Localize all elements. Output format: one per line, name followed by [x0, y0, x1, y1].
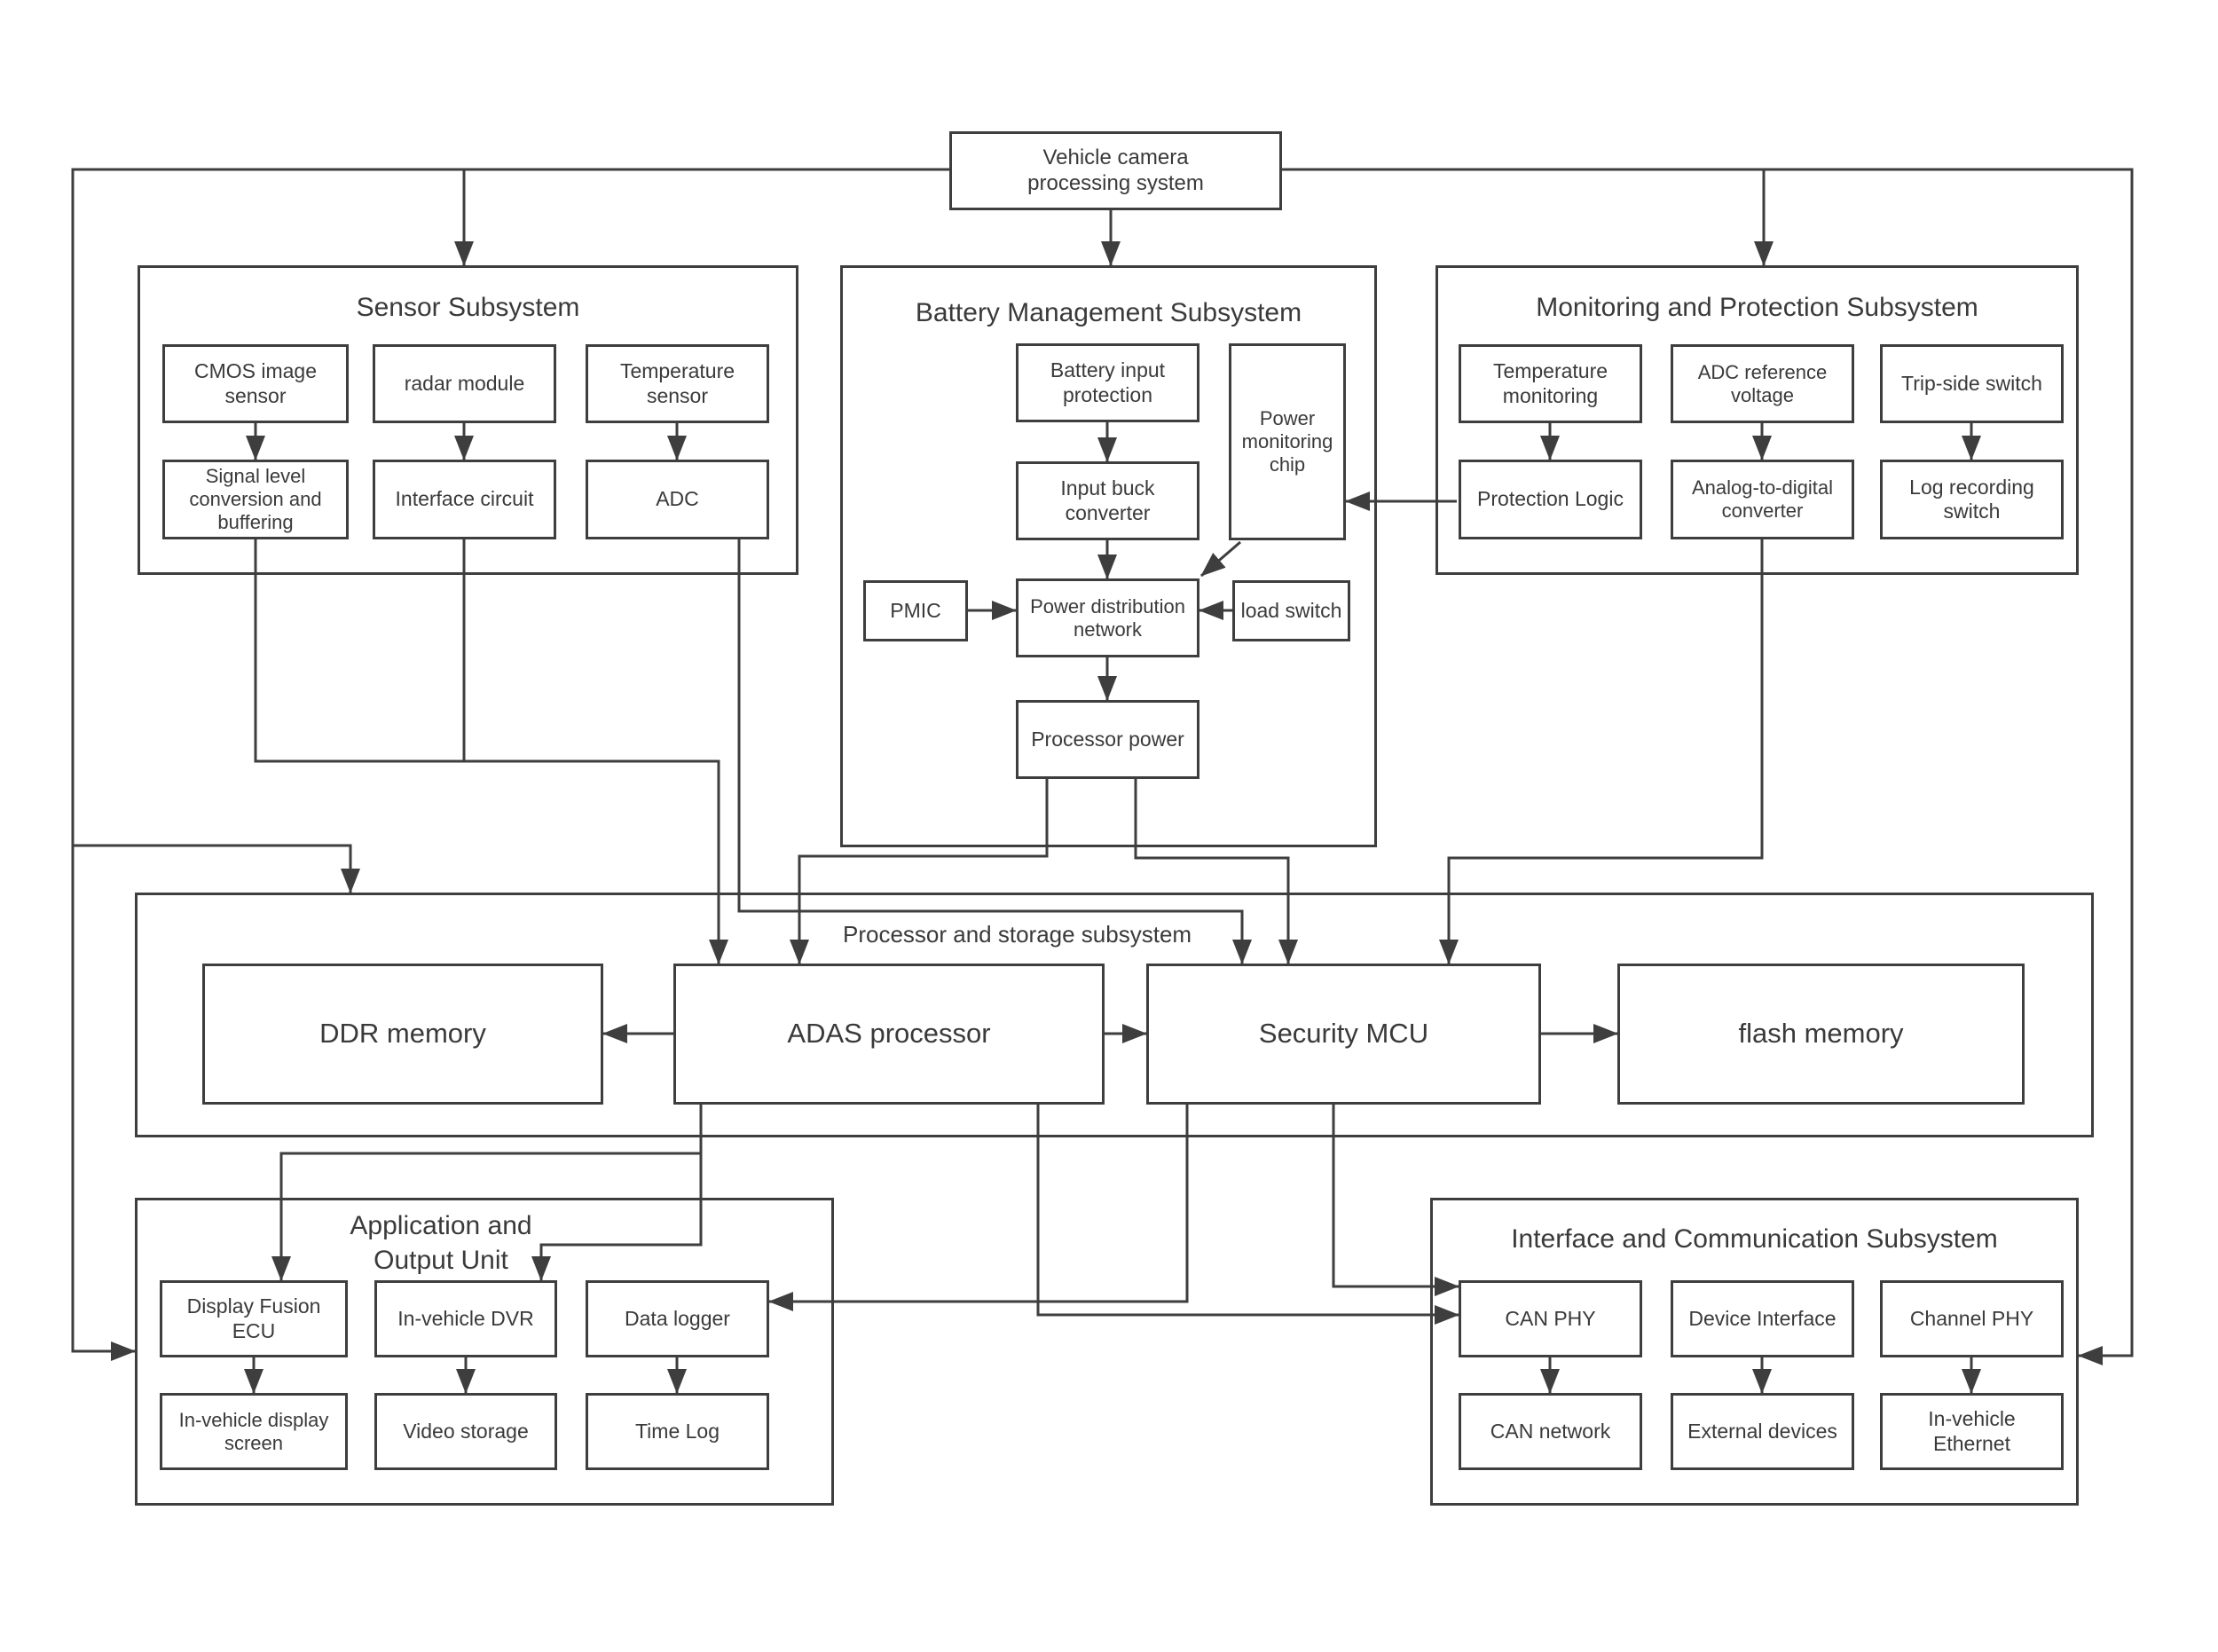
monitoring-subsystem-box: [1435, 265, 2079, 575]
node-can-phy: CAN PHY: [1459, 1280, 1642, 1357]
node-external-devices: External devices: [1671, 1393, 1854, 1470]
node-signal-level-conversion: Signal level conversion and buffering: [162, 460, 349, 539]
node-trip-side-switch: Trip-side switch: [1880, 344, 2064, 423]
application-unit-box: [135, 1198, 834, 1506]
node-log-recording-switch: Log recording switch: [1880, 460, 2064, 539]
edge-chip-to-pdn: [1200, 540, 1241, 578]
node-adc: ADC: [586, 460, 769, 539]
node-in-vehicle-display-screen: In-vehicle display screen: [160, 1393, 348, 1470]
node-device-interface: Device Interface: [1671, 1280, 1854, 1357]
node-can-network: CAN network: [1459, 1393, 1642, 1470]
edge-root-to-comm: [1282, 168, 2134, 1365]
node-power-monitoring-chip: Power monitoring chip: [1229, 343, 1346, 540]
node-temperature-monitoring: Temperature monitoring: [1459, 344, 1642, 423]
node-battery-input-protection: Battery input protection: [1016, 343, 1199, 422]
node-radar-module: radar module: [373, 344, 556, 423]
node-ddr-memory: DDR memory: [202, 964, 603, 1105]
node-in-vehicle-dvr: In-vehicle DVR: [374, 1280, 557, 1357]
sensor-subsystem-box: [138, 265, 798, 575]
node-display-fusion-ecu: Display Fusion ECU: [160, 1280, 348, 1357]
edge-mcu-to-datalogger: [768, 1105, 1189, 1311]
node-input-buck-converter: Input buck converter: [1016, 461, 1199, 540]
edge-procpower-to-adas: [790, 779, 1049, 964]
edge-root-to-processor-subsystem: [73, 844, 360, 893]
edge-signal-to-adas: [254, 539, 728, 964]
node-adc-reference-voltage: ADC reference voltage: [1671, 344, 1854, 423]
comm-subsystem-title: Interface and Communication Subsystem: [1511, 1224, 1998, 1254]
node-load-switch: load switch: [1232, 580, 1350, 641]
node-vehicle-camera-processing-system: Vehicle camera processing system: [949, 131, 1282, 210]
battery-subsystem-title: Battery Management Subsystem: [915, 298, 1302, 327]
node-security-mcu: Security MCU: [1146, 964, 1541, 1105]
processor-subsystem-box: [135, 893, 2094, 1137]
comm-subsystem-box: [1430, 1198, 2079, 1506]
edge-a2d-to-mcu: [1439, 539, 1764, 964]
monitoring-subsystem-title: Monitoring and Protection Subsystem: [1536, 293, 1978, 322]
node-flash-memory: flash memory: [1617, 964, 2025, 1105]
node-channel-phy: Channel PHY: [1880, 1280, 2064, 1357]
node-pmic: PMIC: [863, 580, 968, 641]
node-analog-to-digital-converter: Analog-to-digital converter: [1671, 460, 1854, 539]
node-processor-power: Processor power: [1016, 700, 1199, 779]
edge-adc-to-mcu: [737, 539, 1252, 964]
edge-mcu-to-canphy: [1332, 1105, 1459, 1296]
node-in-vehicle-ethernet: In-vehicle Ethernet: [1880, 1393, 2064, 1470]
node-interface-circuit: Interface circuit: [373, 460, 556, 539]
root-label: Vehicle camera processing system: [1027, 146, 1204, 195]
battery-subsystem-box: [840, 265, 1377, 847]
edge-adas-to-canphy: [1036, 1105, 1459, 1325]
application-unit-title: Application and Output Unit: [350, 1211, 532, 1275]
node-time-log: Time Log: [586, 1393, 769, 1470]
node-data-logger: Data logger: [586, 1280, 769, 1357]
processor-subsystem-title: Processor and storage subsystem: [843, 921, 1192, 948]
sensor-subsystem-title: Sensor Subsystem: [356, 293, 580, 322]
edge-adas-to-dvr: [531, 1105, 703, 1281]
node-cmos-image-sensor: CMOS image sensor: [162, 344, 349, 423]
edge-procpower-to-mcu: [1134, 779, 1298, 964]
node-protection-logic: Protection Logic: [1459, 460, 1642, 539]
edge-adas-to-ecu: [271, 1152, 701, 1281]
edge-root-to-application: [71, 168, 949, 1361]
node-power-distribution-network: Power distribution network: [1016, 578, 1199, 657]
node-video-storage: Video storage: [374, 1393, 557, 1470]
node-adas-processor: ADAS processor: [673, 964, 1105, 1105]
node-temperature-sensor: Temperature sensor: [586, 344, 769, 423]
